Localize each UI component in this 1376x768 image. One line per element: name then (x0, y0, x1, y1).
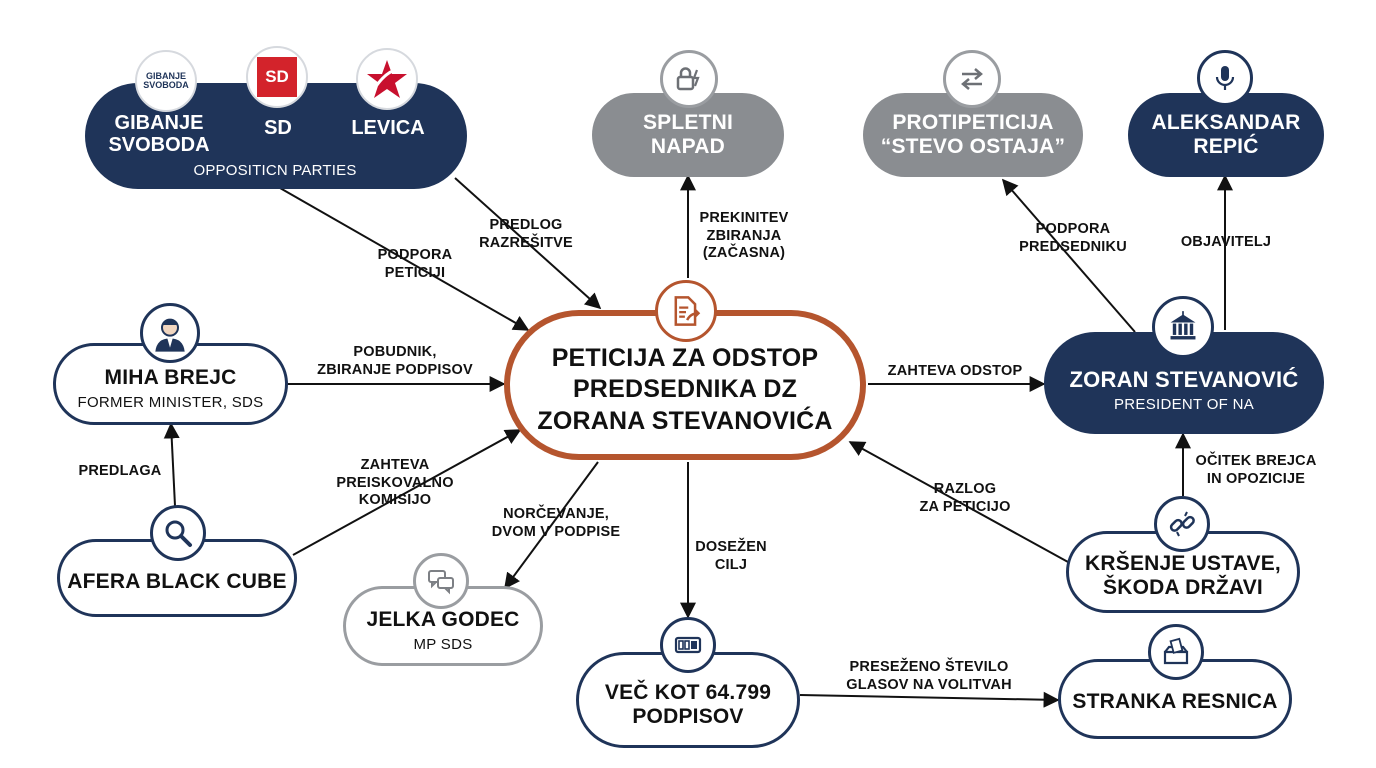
label-norcevanje: NORČEVANJE, DVOM V PODPISE (491, 506, 621, 540)
afera-black-cube-title: AFERA BLACK CUBE (67, 569, 287, 593)
spletni-badge (660, 50, 718, 108)
label-podpora-peticiji: PODPORA PETICIJI (377, 247, 453, 281)
sd-logo-text: SD (265, 67, 289, 86)
podpisi-badge (660, 617, 716, 673)
edge-opposition-to-peticija (279, 187, 530, 331)
miha-brejc-title: MIHA BREJC (104, 366, 237, 390)
chat-bubbles-icon (428, 570, 454, 595)
krsenje-ustave-title: KRŠENJE USTAVE, ŠKODA DRŽAVI (1085, 551, 1281, 599)
document-share-icon (674, 296, 701, 326)
label-ocitek: OČITEK BREJCA IN OPOZICIJE (1195, 453, 1317, 487)
party-gibanje-svoboda: GIBANJE SVOBODA (108, 112, 210, 156)
broken-chain-icon (1169, 511, 1195, 537)
gibanje-svoboda-logo: GIBANJE SVOBODA (135, 50, 197, 112)
jelka-godec-subtitle: MP SDS (413, 636, 473, 654)
zoran-stevanovic-node[interactable]: ZORAN STEVANOVIĆ PRESIDENT OF NA (1044, 332, 1324, 434)
krsenje-badge (1154, 496, 1210, 552)
peticija-title: PETICIJA ZA ODSTOP PREDSEDNIKA DZ ZORANA… (537, 344, 833, 435)
edge-podpisi-to-resnica (799, 691, 1060, 708)
podpisi-title: VEČ KOT 64.799 PODPISOV (604, 680, 772, 728)
person-portrait-icon (155, 318, 185, 352)
party-levica: LEVICA (351, 117, 425, 139)
edge-peticija-to-godec (504, 461, 599, 590)
repic-badge (1197, 50, 1253, 106)
resnica-badge (1148, 624, 1204, 680)
label-prezezeno: PRESEŽENO ŠTEVILO GLASOV NA VOLITVAH (846, 659, 1012, 693)
edge-opposition-to-peticija-razresitev (454, 177, 602, 310)
edge-stevanovic-to-protipeticija (1001, 178, 1136, 333)
sd-logo: SD (246, 46, 308, 108)
edge-cube-to-brejc (163, 422, 180, 507)
microphone-icon (1215, 66, 1235, 90)
aleksandar-repic-title: ALEKSANDAR REPIĆ (1151, 110, 1301, 158)
label-predlog-razresitve: PREDLOG RAZREŠITVE (479, 217, 573, 251)
black-cube-badge (150, 505, 206, 561)
label-prekinitev: PREKINITEV ZBIRANJA (ZAČASNA) (699, 210, 789, 262)
edge-cube-to-peticija (292, 429, 522, 556)
aleksandar-repic-node[interactable]: ALEKSANDAR REPIĆ (1128, 93, 1324, 177)
protipeticija-title: PROTIPETICIJA “STEVO OSTAJA” (880, 110, 1066, 158)
ballot-box-icon (1163, 637, 1189, 665)
gibanje-svoboda-logo-text: GIBANJE SVOBODA (143, 70, 189, 90)
miha-brejc-subtitle: FORMER MINISTER, SDS (77, 394, 264, 412)
sd-logo-mark: SD (257, 57, 297, 97)
zoran-stevanovic-subtitle: PRESIDENT OF NA (1113, 396, 1255, 414)
label-objavitelj: OBJAVITELJ (1180, 234, 1272, 250)
label-pobudnik: POBUDNIK, ZBIRANJE PODPISOV (317, 344, 473, 378)
counter-icon (674, 636, 702, 654)
label-predlaga: PREDLAGA (78, 463, 162, 479)
label-zahteva-komisijo: ZAHTEVA PREISKOVALNO KOMISIJO (336, 457, 454, 509)
party-sd: SD (264, 117, 292, 139)
label-razlog: RAZLOG ZA PETICIJO (919, 481, 1011, 515)
label-zahteva-odstop: ZAHTEVA ODSTOP (887, 363, 1023, 379)
label-dosezen-cilj: DOSEŽEN CILJ (695, 539, 767, 573)
red-star-icon (367, 60, 407, 98)
opposition-subtitle: OPPOSITICN PARTIES (193, 162, 357, 179)
edge-krsenje-to-peticija (848, 441, 1069, 563)
krsenje-ustave-node[interactable]: KRŠENJE USTAVE, ŠKODA DRŽAVI (1066, 531, 1300, 613)
godec-badge (413, 553, 469, 609)
protipeticija-badge (943, 50, 1001, 108)
jelka-godec-title: JELKA GODEC (366, 608, 520, 632)
brejc-portrait-badge (140, 303, 200, 363)
levica-logo (356, 48, 418, 110)
label-podpora-predsedniku: PODPORA PREDSEDNIKU (1019, 221, 1127, 255)
stevanovic-badge (1152, 296, 1214, 358)
spletni-napad-title: SPLETNI NAPAD (642, 110, 734, 158)
parliament-building-icon (1170, 311, 1196, 340)
swap-arrows-icon (961, 68, 983, 90)
lock-bolt-icon (676, 67, 700, 91)
zoran-stevanovic-title: ZORAN STEVANOVIĆ (1069, 366, 1299, 392)
peticija-badge (655, 280, 717, 342)
magnifier-icon (165, 520, 192, 547)
stranka-resnica-title: STRANKA RESNICA (1072, 689, 1278, 713)
